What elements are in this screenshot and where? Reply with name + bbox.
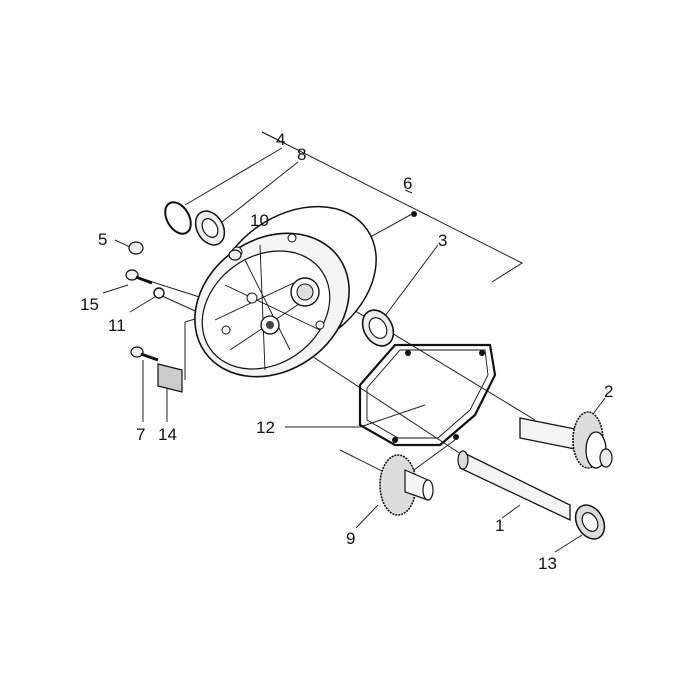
reference-dot bbox=[411, 211, 417, 217]
label-2: 2 bbox=[604, 382, 613, 401]
label-8: 8 bbox=[297, 145, 306, 164]
label-10: 10 bbox=[250, 211, 269, 230]
input-shaft bbox=[457, 450, 571, 522]
gear-shaft bbox=[519, 411, 613, 469]
label-7: 7 bbox=[136, 425, 145, 444]
label-11: 11 bbox=[108, 316, 126, 335]
crankcase-cover bbox=[194, 205, 377, 378]
bearing bbox=[194, 210, 226, 246]
bracket-clip bbox=[157, 363, 183, 393]
label-3: 3 bbox=[438, 231, 447, 250]
label-1: 1 bbox=[495, 516, 504, 535]
washer bbox=[153, 287, 165, 299]
oil-seal bbox=[361, 309, 395, 347]
label-12: 12 bbox=[256, 418, 275, 437]
label-15: 15 bbox=[80, 295, 99, 314]
circlip bbox=[164, 201, 192, 235]
label-9: 9 bbox=[346, 529, 355, 548]
callout-labels: 1 2 3 4 5 6 7 8 9 10 11 12 13 14 15 bbox=[80, 130, 613, 573]
bolt bbox=[125, 269, 153, 285]
screw bbox=[130, 346, 159, 362]
bearing-13 bbox=[574, 504, 606, 540]
label-6: 6 bbox=[403, 174, 412, 193]
label-14: 14 bbox=[158, 425, 177, 444]
gear bbox=[379, 454, 434, 516]
gasket bbox=[358, 343, 497, 447]
sleeve bbox=[228, 249, 242, 261]
nut bbox=[128, 241, 144, 255]
label-4: 4 bbox=[276, 130, 285, 149]
label-13: 13 bbox=[538, 554, 557, 573]
label-5: 5 bbox=[98, 230, 107, 249]
